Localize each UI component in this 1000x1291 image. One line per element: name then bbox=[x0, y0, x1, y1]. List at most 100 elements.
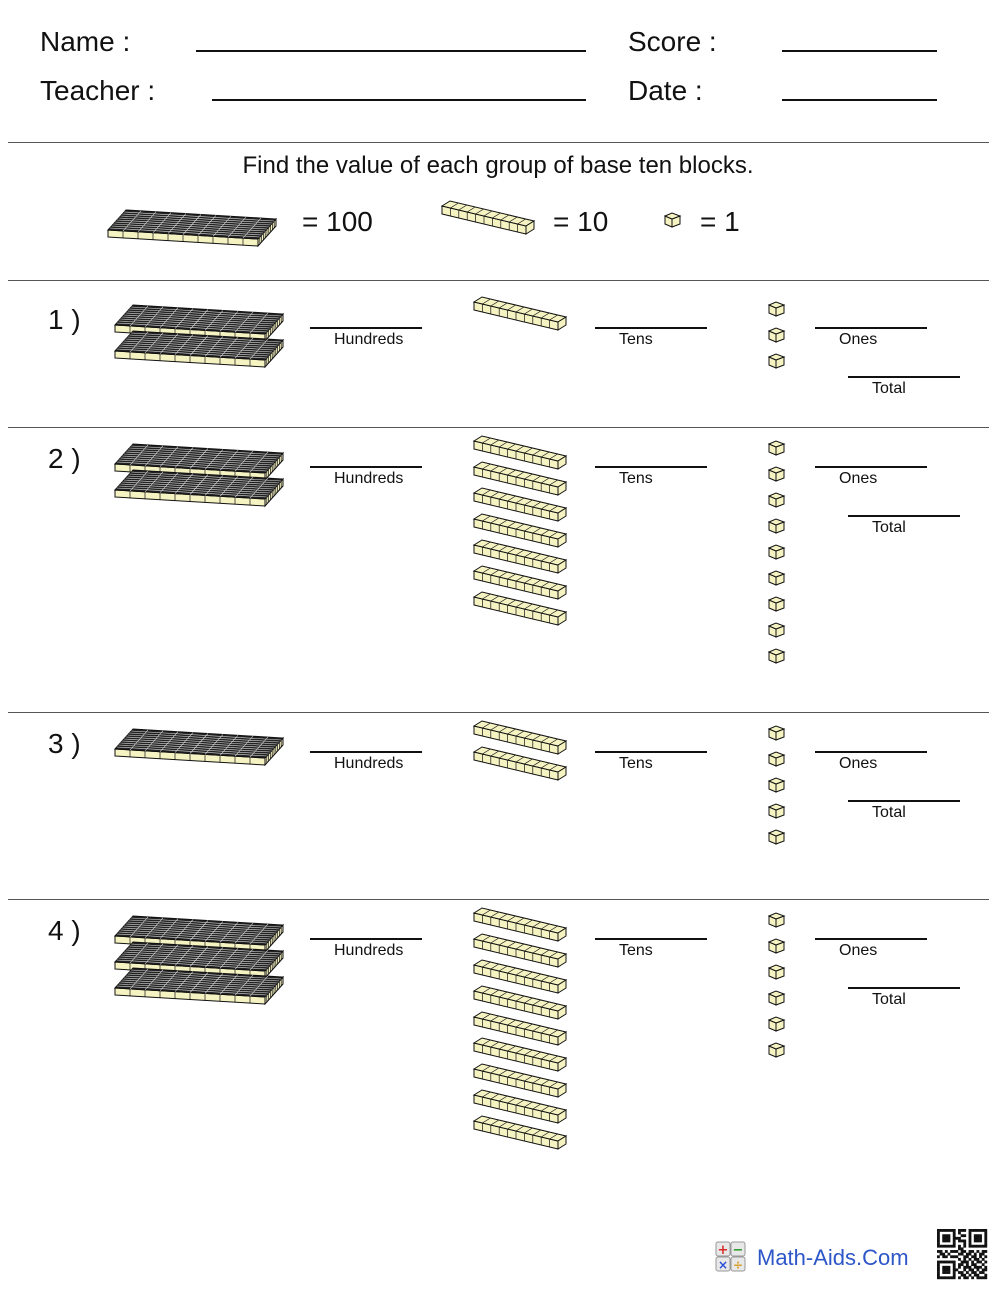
problem-1-total-answer[interactable] bbox=[848, 376, 960, 378]
problem-2-ten-rod bbox=[472, 565, 568, 600]
legend-one-value: = 1 bbox=[700, 206, 740, 237]
problem-3-total-label: Total bbox=[872, 804, 906, 821]
problem-2-ones-answer[interactable] bbox=[815, 466, 927, 468]
problem-4-ones-answer[interactable] bbox=[815, 938, 927, 940]
problem-4-ten-rod bbox=[472, 933, 568, 968]
problem-2-number: 2 ) bbox=[48, 443, 81, 474]
problem-2-one-cube bbox=[767, 440, 786, 456]
svg-text:÷: ÷ bbox=[733, 1258, 743, 1272]
problem-4-ten-rod bbox=[472, 1115, 568, 1150]
problem-4-one-cube bbox=[767, 912, 786, 928]
problem-4-tens-answer[interactable] bbox=[595, 938, 707, 940]
problem-4-hundreds-answer[interactable] bbox=[310, 938, 422, 940]
problem-1-tens-answer[interactable] bbox=[595, 327, 707, 329]
problem-4-hundreds-label: Hundreds bbox=[334, 942, 404, 959]
problem-4-ten-rod bbox=[472, 1089, 568, 1124]
problem-4-number: 4 ) bbox=[48, 915, 81, 946]
teacher-label: Teacher : bbox=[40, 75, 156, 106]
problem-2-ten-rod bbox=[472, 461, 568, 496]
problem-3-ten-rod bbox=[472, 746, 568, 781]
date-label: Date : bbox=[628, 75, 703, 106]
problem-2-tens-label: Tens bbox=[619, 470, 653, 487]
problem-4-one-cube bbox=[767, 964, 786, 980]
problem-2-total-label: Total bbox=[872, 519, 906, 536]
site-name[interactable]: Math-Aids.Com bbox=[757, 1245, 909, 1270]
teacher-field[interactable] bbox=[212, 99, 586, 101]
problem-3-one-cube bbox=[767, 725, 786, 741]
problem-2-tens-answer[interactable] bbox=[595, 466, 707, 468]
problem-4-ten-rod bbox=[472, 959, 568, 994]
problem-1-number: 1 ) bbox=[48, 304, 81, 335]
problem-1-one-cube bbox=[767, 353, 786, 369]
problem-1-tens-label: Tens bbox=[619, 331, 653, 348]
problem-4-total-answer[interactable] bbox=[848, 987, 960, 989]
problem-4-ten-rod bbox=[472, 1063, 568, 1098]
problem-3-tens-answer[interactable] bbox=[595, 751, 707, 753]
problem-2-one-cube bbox=[767, 544, 786, 560]
problem-1-ones-label: Ones bbox=[839, 331, 878, 348]
problem-3-one-cube bbox=[767, 803, 786, 819]
problem-2-hundreds-label: Hundreds bbox=[334, 470, 404, 487]
problem-3-one-cube bbox=[767, 751, 786, 767]
problem-2-one-cube bbox=[767, 570, 786, 586]
problem-2-ten-rod bbox=[472, 487, 568, 522]
problem-3-hundreds-answer[interactable] bbox=[310, 751, 422, 753]
problem-2-hundred-flat bbox=[113, 443, 285, 482]
svg-text:×: × bbox=[718, 1258, 728, 1272]
problem-3-one-cube bbox=[767, 777, 786, 793]
problem-1-hundreds-answer[interactable] bbox=[310, 327, 422, 329]
svg-text:+: + bbox=[718, 1243, 729, 1258]
problem-2-ones-label: Ones bbox=[839, 470, 878, 487]
problem-2-ten-rod bbox=[472, 539, 568, 574]
name-field[interactable] bbox=[196, 50, 586, 52]
problem-3-hundreds-label: Hundreds bbox=[334, 755, 404, 772]
problem-1-ones-answer[interactable] bbox=[815, 327, 927, 329]
problem-3-ones-answer[interactable] bbox=[815, 751, 927, 753]
problem-3-tens-label: Tens bbox=[619, 755, 653, 772]
problem-2-one-cube bbox=[767, 596, 786, 612]
one-cube-legend bbox=[663, 212, 682, 228]
divider bbox=[8, 142, 989, 143]
problem-2-one-cube bbox=[767, 622, 786, 638]
problem-3-ten-rod bbox=[472, 720, 568, 755]
divider bbox=[8, 712, 989, 713]
score-label: Score : bbox=[628, 26, 717, 57]
problem-1-ten-rod bbox=[472, 296, 568, 331]
divider bbox=[8, 427, 989, 428]
problem-4-ten-rod bbox=[472, 1011, 568, 1046]
problem-2-one-cube bbox=[767, 648, 786, 664]
problem-4-ten-rod bbox=[472, 985, 568, 1020]
date-field[interactable] bbox=[782, 99, 937, 101]
problem-3-hundred-flat bbox=[113, 728, 285, 767]
problem-3-total-answer[interactable] bbox=[848, 800, 960, 802]
problem-1-one-cube bbox=[767, 327, 786, 343]
problem-1-one-cube bbox=[767, 301, 786, 317]
problem-4-ten-rod bbox=[472, 907, 568, 942]
problem-1-hundreds-label: Hundreds bbox=[334, 331, 404, 348]
problem-2-ten-rod bbox=[472, 513, 568, 548]
problem-4-hundred-flat bbox=[113, 967, 285, 1006]
problem-2-ten-rod bbox=[472, 591, 568, 626]
legend-ten-value: = 10 bbox=[553, 206, 609, 237]
qr-code-icon bbox=[937, 1229, 988, 1280]
problem-2-hundreds-answer[interactable] bbox=[310, 466, 422, 468]
svg-text:−: − bbox=[733, 1243, 744, 1258]
problem-3-ones-label: Ones bbox=[839, 755, 878, 772]
instructions: Find the value of each group of base ten… bbox=[242, 152, 754, 179]
problem-2-ten-rod bbox=[472, 435, 568, 470]
problem-2-one-cube bbox=[767, 466, 786, 482]
divider bbox=[8, 899, 989, 900]
divider bbox=[8, 280, 989, 281]
problem-2-total-answer[interactable] bbox=[848, 515, 960, 517]
problem-4-total-label: Total bbox=[872, 991, 906, 1008]
problem-4-one-cube bbox=[767, 1016, 786, 1032]
problem-1-total-label: Total bbox=[872, 380, 906, 397]
legend-hundred-flat bbox=[106, 200, 682, 248]
problem-4-one-cube bbox=[767, 990, 786, 1006]
problem-4-ten-rod bbox=[472, 1037, 568, 1072]
score-field[interactable] bbox=[782, 50, 937, 52]
ten-rod-legend bbox=[440, 200, 536, 235]
problem-4-one-cube bbox=[767, 1042, 786, 1058]
problem-2-one-cube bbox=[767, 518, 786, 534]
